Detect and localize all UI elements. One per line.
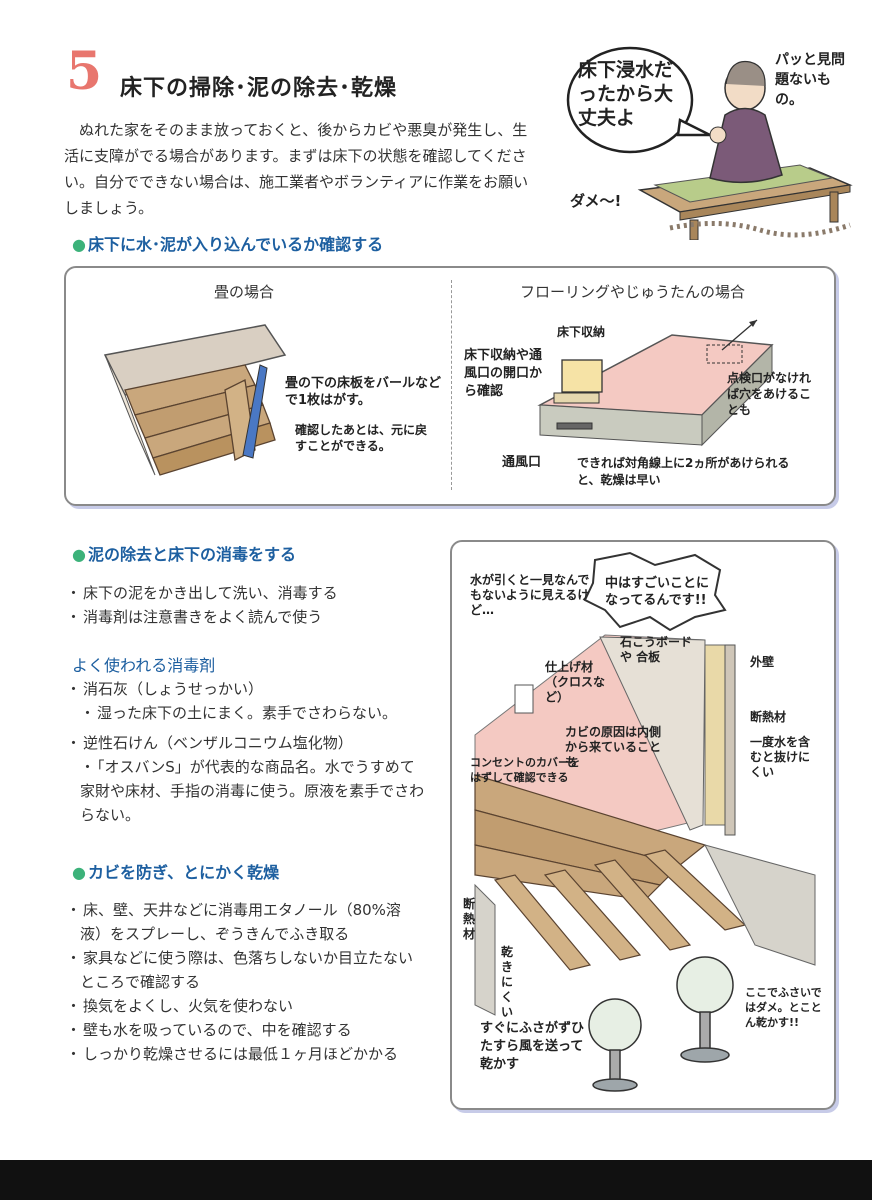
insulation-label: 断熱材	[750, 710, 787, 724]
flooring-illustration: 床下収納 床下収納や通風口の開口から確認 点検口がなければ穴をあけることも 通風…	[462, 305, 827, 495]
dry-diagonal-label: できれば対角線上に2ヵ所があけられると、乾燥は早い	[577, 456, 790, 487]
storage-label: 床下収納	[557, 325, 606, 339]
bottom-bar	[0, 1160, 872, 1200]
disinfect-list: 床下の泥をかき出して洗い、消毒する 消毒剤は注意書きをよく読んで使う	[66, 581, 426, 629]
hard-dry-label: 乾きにくい	[501, 945, 514, 1019]
grandma-speech: 床下浸水だったから大丈夫よ	[578, 59, 674, 129]
board-label: 石こうボード や 合板	[620, 635, 693, 664]
insulation-note: 一度水を含むと抜けにくい	[750, 735, 811, 779]
check-heading: ●床下に水･泥が入り込んでいるか確認する	[72, 235, 384, 254]
bullet-dot-icon: ●	[72, 863, 86, 882]
no-block-label: ここでふさいではダメ。とことん乾かす!!	[745, 986, 822, 1029]
list-item: 換気をよくし、火気を使わない	[66, 994, 416, 1018]
agent-desc: 「オスバンS」が代表的な商品名。水でうすめて家財や床材、手指の消毒に使う。原液を…	[66, 755, 425, 827]
fan-label: すぐにふさがずひたすら風を送って乾かす	[480, 1021, 585, 1072]
tatami-note-2: 確認したあとは、元に戻すことができる。	[295, 423, 428, 453]
tatami-illustration: 畳の下の床板をバールなどで1枚はがす。 確認したあとは、元に戻すことができる。	[95, 310, 445, 490]
list-item: 逆性石けん（ベンザルコニウム塩化物）	[66, 731, 436, 755]
list-item: 壁も水を吸っているので、中を確認する	[66, 1018, 416, 1042]
list-item: 家具などに使う際は、色落ちしないか目立たないところで確認する	[66, 946, 416, 994]
bullet-dot-icon: ●	[72, 545, 86, 564]
check-opening-label: 床下収納や通風口の開口から確認	[464, 348, 543, 399]
top-illustration: 床下浸水だったから大丈夫よ パッと見問題ないもの。 ダメ〜!	[560, 40, 860, 241]
section-number: 5	[66, 41, 103, 102]
inside-note: 中はすごいことになってるんです!!	[605, 576, 710, 608]
floor-insulation-label: 断熱材	[463, 897, 476, 941]
bullet-dot-icon: ●	[72, 235, 86, 254]
grandma-illustration	[566, 46, 853, 241]
list-item: 床下の泥をかき出して洗い、消毒する	[66, 581, 426, 605]
tatami-note-1: 畳の下の床板をバールなどで1枚はがす。	[285, 376, 442, 408]
looks-fine-note: 水が引くと一見なんでもないように見えるけど…	[470, 573, 590, 617]
inspection-hole-label: 点検口がなければ穴をあけることも	[727, 371, 812, 417]
side-note: パッと見問題ないもの。	[775, 52, 845, 108]
panel-divider	[451, 280, 452, 490]
outlet-label: コンセントのカバーをはずして確認できる	[470, 756, 580, 784]
mold-label: カビの原因は内側から来ていることも	[565, 725, 662, 769]
tatami-title: 畳の場合	[214, 283, 275, 301]
list-item: 消石灰（しょうせっかい）	[66, 677, 436, 701]
wall-illustration: 水が引くと一見なんでもないように見えるけど… 中はすごいことになってるんです!!…	[455, 545, 829, 1101]
list-item: しっかり乾燥させるには最低１ヶ月ほどかかる	[66, 1042, 416, 1066]
agent-desc: 湿った床下の土にまく。素手でさわらない。	[66, 701, 436, 725]
vent-label: 通風口	[502, 455, 542, 470]
dry-list: 床、壁、天井などに消毒用エタノール（80%溶液）をスプレーし、ぞうきんでふき取る…	[66, 898, 416, 1066]
finish-label: 仕上げ材（クロスなど）	[545, 660, 606, 704]
intro-paragraph: ぬれた家をそのまま放っておくと、後からカビや悪臭が発生し、生活に支障がでる場合が…	[64, 121, 529, 217]
flooring-title: フローリングやじゅうたんの場合	[520, 283, 746, 301]
dry-heading: ●カビを防ぎ、とにかく乾燥	[72, 863, 280, 882]
agents-list: 消石灰（しょうせっかい） 湿った床下の土にまく。素手でさわらない。 逆性石けん（…	[66, 677, 436, 827]
section-title: 床下の掃除･泥の除去･乾燥	[120, 76, 398, 101]
list-item: 消毒剤は注意書きをよく読んで使う	[66, 605, 426, 629]
dame-text: ダメ〜!	[570, 192, 622, 210]
disinfect-heading: ●泥の除去と床下の消毒をする	[72, 545, 296, 564]
agents-subheading: よく使われる消毒剤	[72, 656, 216, 675]
list-item: 床、壁、天井などに消毒用エタノール（80%溶液）をスプレーし、ぞうきんでふき取る	[66, 898, 416, 946]
outer-wall-label: 外壁	[750, 655, 775, 669]
